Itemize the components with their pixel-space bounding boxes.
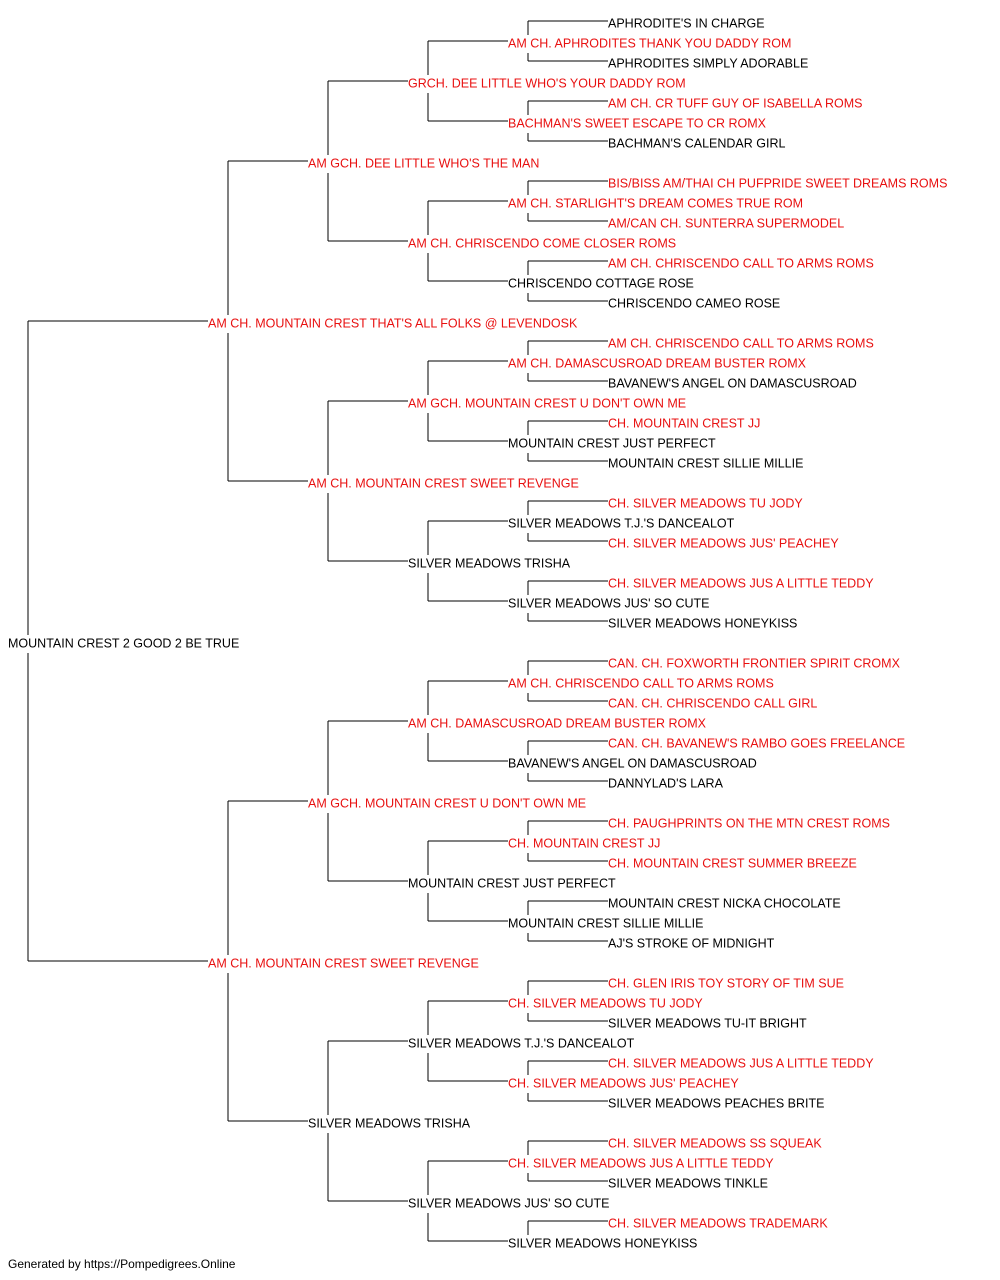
ancestor-name-dsds: CH. MOUNTAIN CREST JJ [508,836,660,850]
ancestor-name-sdsss: AM CH. CHRISCENDO CALL TO ARMS ROMS [608,336,874,350]
ancestor-name-ssss: AM CH. APHRODITES THANK YOU DADDY ROM [508,36,791,50]
ancestor-name-dsdsd: CH. MOUNTAIN CREST SUMMER BREEZE [608,856,857,870]
ancestor-name-d: AM CH. MOUNTAIN CREST SWEET REVENGE [208,956,479,970]
ancestor-name-sdss: AM CH. DAMASCUSROAD DREAM BUSTER ROMX [508,356,807,370]
ancestor-name-sddsd: CH. SILVER MEADOWS JUS' PEACHEY [608,536,839,550]
ancestor-name-dsdds: MOUNTAIN CREST NICKA CHOCOLATE [608,896,841,910]
pedigree-tree: APHRODITE'S IN CHARGE APHRODITES SIMPLY A… [8,16,947,1250]
ancestor-name-dssds: CAN. CH. BAVANEW'S RAMBO GOES FREELANCE [608,736,905,750]
ancestor-name-ddssd: SILVER MEADOWS TU-IT BRIGHT [608,1016,807,1030]
ancestor-name-dss: AM CH. DAMASCUSROAD DREAM BUSTER ROMX [408,716,707,730]
ancestor-name-s: AM CH. MOUNTAIN CREST THAT'S ALL FOLKS @… [208,316,578,330]
ancestor-name-ddsd: CH. SILVER MEADOWS JUS' PEACHEY [508,1076,739,1090]
ancestor-name-dddss: CH. SILVER MEADOWS SS SQUEAK [608,1136,822,1150]
ancestor-name-ddsdd: SILVER MEADOWS PEACHES BRITE [608,1096,824,1110]
ancestor-name-sssd: BACHMAN'S SWEET ESCAPE TO CR ROMX [508,116,767,130]
ancestor-name-ssdd: CHRISCENDO COTTAGE ROSE [508,276,694,290]
ancestor-name-dsd: MOUNTAIN CREST JUST PERFECT [408,876,616,890]
ancestor-name-ss: AM GCH. DEE LITTLE WHO'S THE MAN [308,156,539,170]
ancestor-name-sdd: SILVER MEADOWS TRISHA [408,556,571,570]
ancestor-name-dsdd: MOUNTAIN CREST SILLIE MILLIE [508,916,703,930]
ancestor-name-ddsss: CH. GLEN IRIS TOY STORY OF TIM SUE [608,976,844,990]
ancestor-name-sssss: APHRODITE'S IN CHARGE [608,16,765,30]
ancestor-name-ssdsd: AM/CAN CH. SUNTERRA SUPERMODEL [608,216,844,230]
ancestor-name-dd: SILVER MEADOWS TRISHA [308,1116,471,1130]
ancestor-name-dsssd: CAN. CH. CHRISCENDO CALL GIRL [608,696,817,710]
ancestor-name-ssd: AM CH. CHRISCENDO COME CLOSER ROMS [408,236,676,250]
ancestor-name-dddd: SILVER MEADOWS HONEYKISS [508,1236,697,1250]
ancestor-name-subject: MOUNTAIN CREST 2 GOOD 2 BE TRUE [8,636,239,650]
ancestor-name-sdds: SILVER MEADOWS T.J.'S DANCEALOT [508,516,735,530]
ancestor-name-dsss: AM CH. CHRISCENDO CALL TO ARMS ROMS [508,676,774,690]
ancestor-name-ssddd: CHRISCENDO CAMEO ROSE [608,296,780,310]
ancestor-name-ds: AM GCH. MOUNTAIN CREST U DON'T OWN ME [308,796,586,810]
ancestor-name-ddds: CH. SILVER MEADOWS JUS A LITTLE TEDDY [508,1156,774,1170]
ancestor-name-sddd: SILVER MEADOWS JUS' SO CUTE [508,596,710,610]
ancestor-name-sd: AM CH. MOUNTAIN CREST SWEET REVENGE [308,476,579,490]
ancestor-name-sssdd: BACHMAN'S CALENDAR GIRL [608,136,785,150]
ancestor-name-ddd: SILVER MEADOWS JUS' SO CUTE [408,1196,610,1210]
ancestor-name-ddsds: CH. SILVER MEADOWS JUS A LITTLE TEDDY [608,1056,874,1070]
ancestor-name-ssdss: BIS/BISS AM/THAI CH PUFPRIDE SWEET DREAM… [608,176,947,190]
generated-by-footer: Generated by https://Pompedigrees.Online [8,1257,236,1271]
ancestor-name-dds: SILVER MEADOWS T.J.'S DANCEALOT [408,1036,635,1050]
ancestor-name-dsddd: AJ'S STROKE OF MIDNIGHT [608,936,775,950]
ancestor-name-sdssd: BAVANEW'S ANGEL ON DAMASCUSROAD [608,376,857,390]
ancestor-name-sdsdd: MOUNTAIN CREST SILLIE MILLIE [608,456,803,470]
ancestor-name-sssds: AM CH. CR TUFF GUY OF ISABELLA ROMS [608,96,862,110]
ancestor-name-dssd: BAVANEW'S ANGEL ON DAMASCUSROAD [508,756,757,770]
ancestor-name-sds: AM GCH. MOUNTAIN CREST U DON'T OWN ME [408,396,686,410]
ancestor-name-sddds: CH. SILVER MEADOWS JUS A LITTLE TEDDY [608,576,874,590]
ancestor-name-ssds: AM CH. STARLIGHT'S DREAM COMES TRUE ROM [508,196,803,210]
ancestor-name-dsdss: CH. PAUGHPRINTS ON THE MTN CREST ROMS [608,816,890,830]
ancestor-name-dddds: CH. SILVER MEADOWS TRADEMARK [608,1216,828,1230]
ancestor-name-sdsd: MOUNTAIN CREST JUST PERFECT [508,436,716,450]
ancestor-name-ssssd: APHRODITES SIMPLY ADORABLE [608,56,808,70]
ancestor-name-ddss: CH. SILVER MEADOWS TU JODY [508,996,703,1010]
ancestor-name-ssdds: AM CH. CHRISCENDO CALL TO ARMS ROMS [608,256,874,270]
ancestor-name-sss: GRCH. DEE LITTLE WHO'S YOUR DADDY ROM [408,76,686,90]
ancestor-name-dddsd: SILVER MEADOWS TINKLE [608,1176,768,1190]
ancestor-name-dssdd: DANNYLAD'S LARA [608,776,724,790]
ancestor-name-sddss: CH. SILVER MEADOWS TU JODY [608,496,803,510]
ancestor-name-sdddd: SILVER MEADOWS HONEYKISS [608,616,797,630]
ancestor-name-sdsds: CH. MOUNTAIN CREST JJ [608,416,760,430]
ancestor-name-dssss: CAN. CH. FOXWORTH FRONTIER SPIRIT CROMX [608,656,901,670]
